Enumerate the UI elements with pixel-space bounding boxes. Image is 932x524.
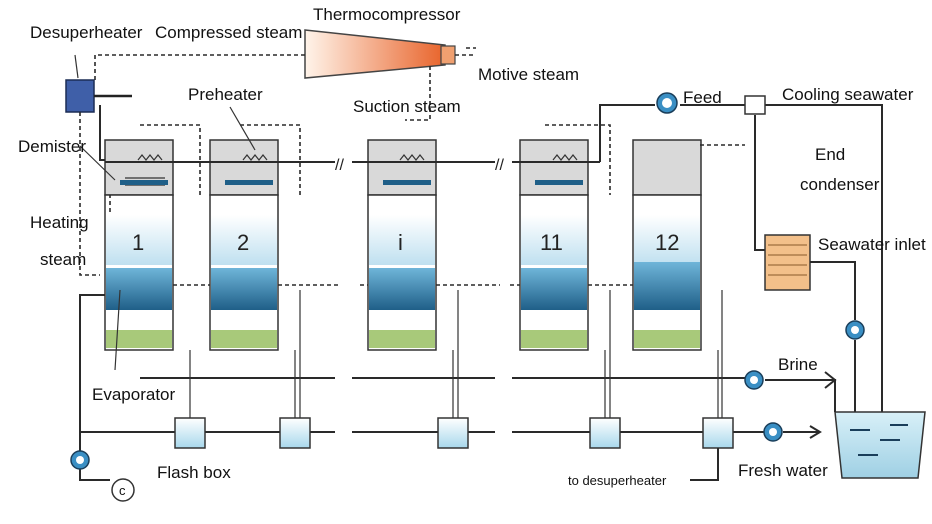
desuperheater (65, 79, 132, 276)
effect-vessel-11 (519, 139, 589, 351)
label-end-condenser-2: condenser (800, 175, 880, 194)
label-end-condenser-1: End (815, 145, 845, 164)
effect-number-i: i (398, 230, 403, 255)
label-motive-steam: Motive steam (478, 65, 579, 84)
brine-line (140, 371, 837, 412)
brine-pump-icon (744, 370, 764, 390)
leader-lines (74, 54, 256, 371)
effect-vessel-1 (104, 139, 174, 351)
effect-number-2: 2 (237, 230, 249, 255)
label-preheater: Preheater (188, 85, 263, 104)
label-to-desuperheater: to desuperheater (568, 473, 667, 488)
flash-boxes (174, 290, 734, 481)
suction-steam-line (405, 66, 431, 121)
compressed-steam-line (94, 54, 305, 80)
c-node-icon (111, 478, 135, 502)
effect-vessel-12 (632, 139, 702, 351)
break-mark: // (335, 157, 344, 174)
effect-number-11: 11 (540, 230, 563, 255)
label-flash-box: Flash box (157, 463, 231, 482)
label-compressed-steam: Compressed steam (155, 23, 302, 42)
break-mark: // (495, 157, 504, 174)
label-evaporator: Evaporator (92, 385, 175, 404)
label-brine: Brine (778, 355, 818, 374)
label-fresh-water: Fresh water (738, 461, 828, 480)
effect-vessels (104, 139, 702, 351)
label-cooling-seawater: Cooling seawater (782, 85, 914, 104)
feed-pump-icon (656, 92, 678, 114)
splitter-box (744, 95, 766, 115)
vapor-lines (109, 124, 745, 286)
label-desuperheater: Desuperheater (30, 23, 143, 42)
effect-vessel-i (367, 139, 437, 351)
fresh-water-pump-icon (763, 422, 783, 442)
label-heating-steam-2: steam (40, 250, 86, 269)
label-thermocompressor: Thermocompressor (313, 5, 461, 24)
label-feed: Feed (683, 88, 722, 107)
label-suction-steam: Suction steam (353, 97, 461, 116)
effect-vessel-2 (209, 139, 279, 351)
thermocompressor (304, 29, 476, 79)
effect-number-12: 12 (655, 230, 679, 255)
label-demister: Demister (18, 137, 86, 156)
c-node-label: c (119, 483, 126, 498)
label-seawater-inlet: Seawater inlet (818, 235, 926, 254)
label-heating-steam-1: Heating (30, 213, 89, 232)
end-condenser (764, 234, 856, 320)
left-return-loop (70, 294, 135, 502)
seawater-tank (834, 411, 926, 479)
feed-header (99, 104, 883, 420)
effect-number-1: 1 (132, 230, 144, 255)
seawater-pump-icon (845, 320, 865, 340)
